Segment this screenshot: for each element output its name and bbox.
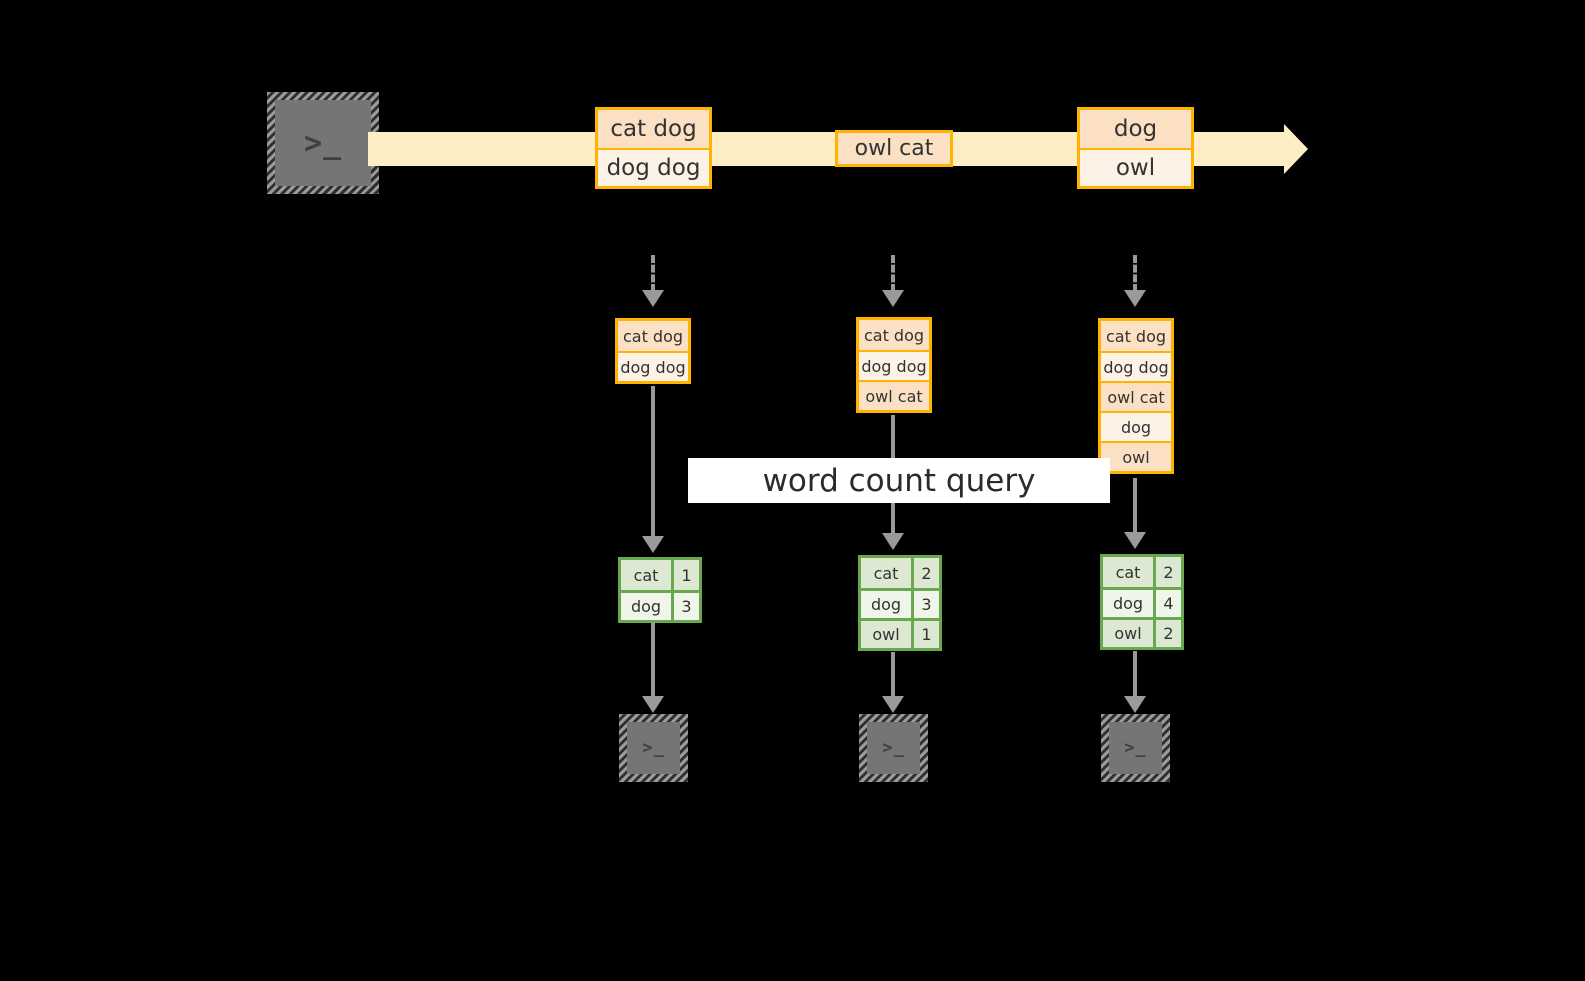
result-word: dog (1103, 590, 1153, 617)
result-count: 3 (911, 591, 939, 618)
result-word: dog (861, 591, 911, 618)
result-count: 3 (671, 593, 699, 620)
result-count: 2 (911, 558, 939, 588)
stream-message-line: dog dog (598, 148, 709, 186)
stream-message-line: dog (1080, 110, 1191, 148)
result-count: 2 (1153, 620, 1181, 647)
result-word: dog (621, 593, 671, 620)
result-count: 2 (1153, 557, 1181, 587)
terminal-prompt-glyph: >_ (882, 738, 905, 758)
stream-message-line: owl cat (838, 133, 950, 164)
batch-input-box: cat dog dog dog owl cat (856, 317, 932, 413)
stream-message-box: owl cat (835, 130, 953, 167)
connector-arrowhead-icon (642, 696, 664, 713)
result-word: cat (621, 560, 671, 590)
result-table: cat 1 dog 3 (618, 557, 702, 623)
batch-input-line: owl cat (859, 380, 929, 410)
sink-terminal-icon: >_ (1101, 714, 1170, 782)
terminal-screen (1109, 722, 1162, 774)
result-to-sink-connector (1133, 651, 1137, 698)
terminal-screen (275, 100, 371, 186)
source-terminal-icon: >_ (267, 92, 379, 194)
result-table: cat 2 dog 4 owl 2 (1100, 554, 1184, 650)
query-label-text: word count query (762, 462, 1036, 499)
batch-input-line: dog dog (859, 350, 929, 380)
connector-arrowhead-icon (1124, 532, 1146, 549)
stream-message-box: dog owl (1077, 107, 1194, 189)
result-count: 1 (671, 560, 699, 590)
stream-to-batch-connector (1133, 255, 1137, 292)
stream-message-line: cat dog (598, 110, 709, 148)
sink-terminal-icon: >_ (859, 714, 928, 782)
batch-input-line: dog dog (1101, 351, 1171, 381)
batch-input-line: cat dog (1101, 321, 1171, 351)
table-row: owl 2 (1103, 617, 1181, 647)
connector-arrowhead-icon (642, 536, 664, 553)
batch-input-line: cat dog (618, 321, 688, 351)
batch-input-line: cat dog (859, 320, 929, 350)
result-word: cat (1103, 557, 1153, 587)
stream-message-box: cat dog dog dog (595, 107, 712, 189)
batch-to-result-connector (1133, 478, 1137, 534)
batch-input-box: cat dog dog dog owl cat dog owl (1098, 318, 1174, 474)
batch-to-result-connector (651, 386, 655, 538)
stream-to-batch-connector (651, 255, 655, 292)
result-count: 4 (1153, 590, 1181, 617)
table-row: dog 3 (621, 590, 699, 620)
terminal-screen (867, 722, 920, 774)
table-row: owl 1 (861, 618, 939, 648)
batch-input-box: cat dog dog dog (615, 318, 691, 384)
batch-input-line: dog dog (618, 351, 688, 381)
table-row: cat 1 (621, 560, 699, 590)
connector-arrowhead-icon (1124, 696, 1146, 713)
terminal-screen (627, 722, 680, 774)
batch-input-line: owl cat (1101, 381, 1171, 411)
connector-arrowhead-icon (882, 533, 904, 550)
result-to-sink-connector (891, 652, 895, 698)
terminal-prompt-glyph: >_ (303, 125, 343, 161)
result-to-sink-connector (651, 622, 655, 698)
sink-terminal-icon: >_ (619, 714, 688, 782)
result-count: 1 (911, 621, 939, 648)
table-row: dog 4 (1103, 587, 1181, 617)
result-word: owl (1103, 620, 1153, 647)
connector-arrowhead-icon (882, 290, 904, 307)
table-row: cat 2 (861, 558, 939, 588)
connector-arrowhead-icon (1124, 290, 1146, 307)
terminal-prompt-glyph: >_ (1124, 738, 1147, 758)
connector-arrowhead-icon (642, 290, 664, 307)
stream-message-line: owl (1080, 148, 1191, 186)
table-row: cat 2 (1103, 557, 1181, 587)
stream-to-batch-connector (891, 255, 895, 292)
batch-input-line: owl (1101, 441, 1171, 471)
batch-input-line: dog (1101, 411, 1171, 441)
result-word: cat (861, 558, 911, 588)
result-word: owl (861, 621, 911, 648)
terminal-prompt-glyph: >_ (642, 738, 665, 758)
connector-arrowhead-icon (882, 696, 904, 713)
query-label: word count query (688, 458, 1110, 503)
stream-arrowhead-icon (1284, 124, 1308, 174)
table-row: dog 3 (861, 588, 939, 618)
result-table: cat 2 dog 3 owl 1 (858, 555, 942, 651)
